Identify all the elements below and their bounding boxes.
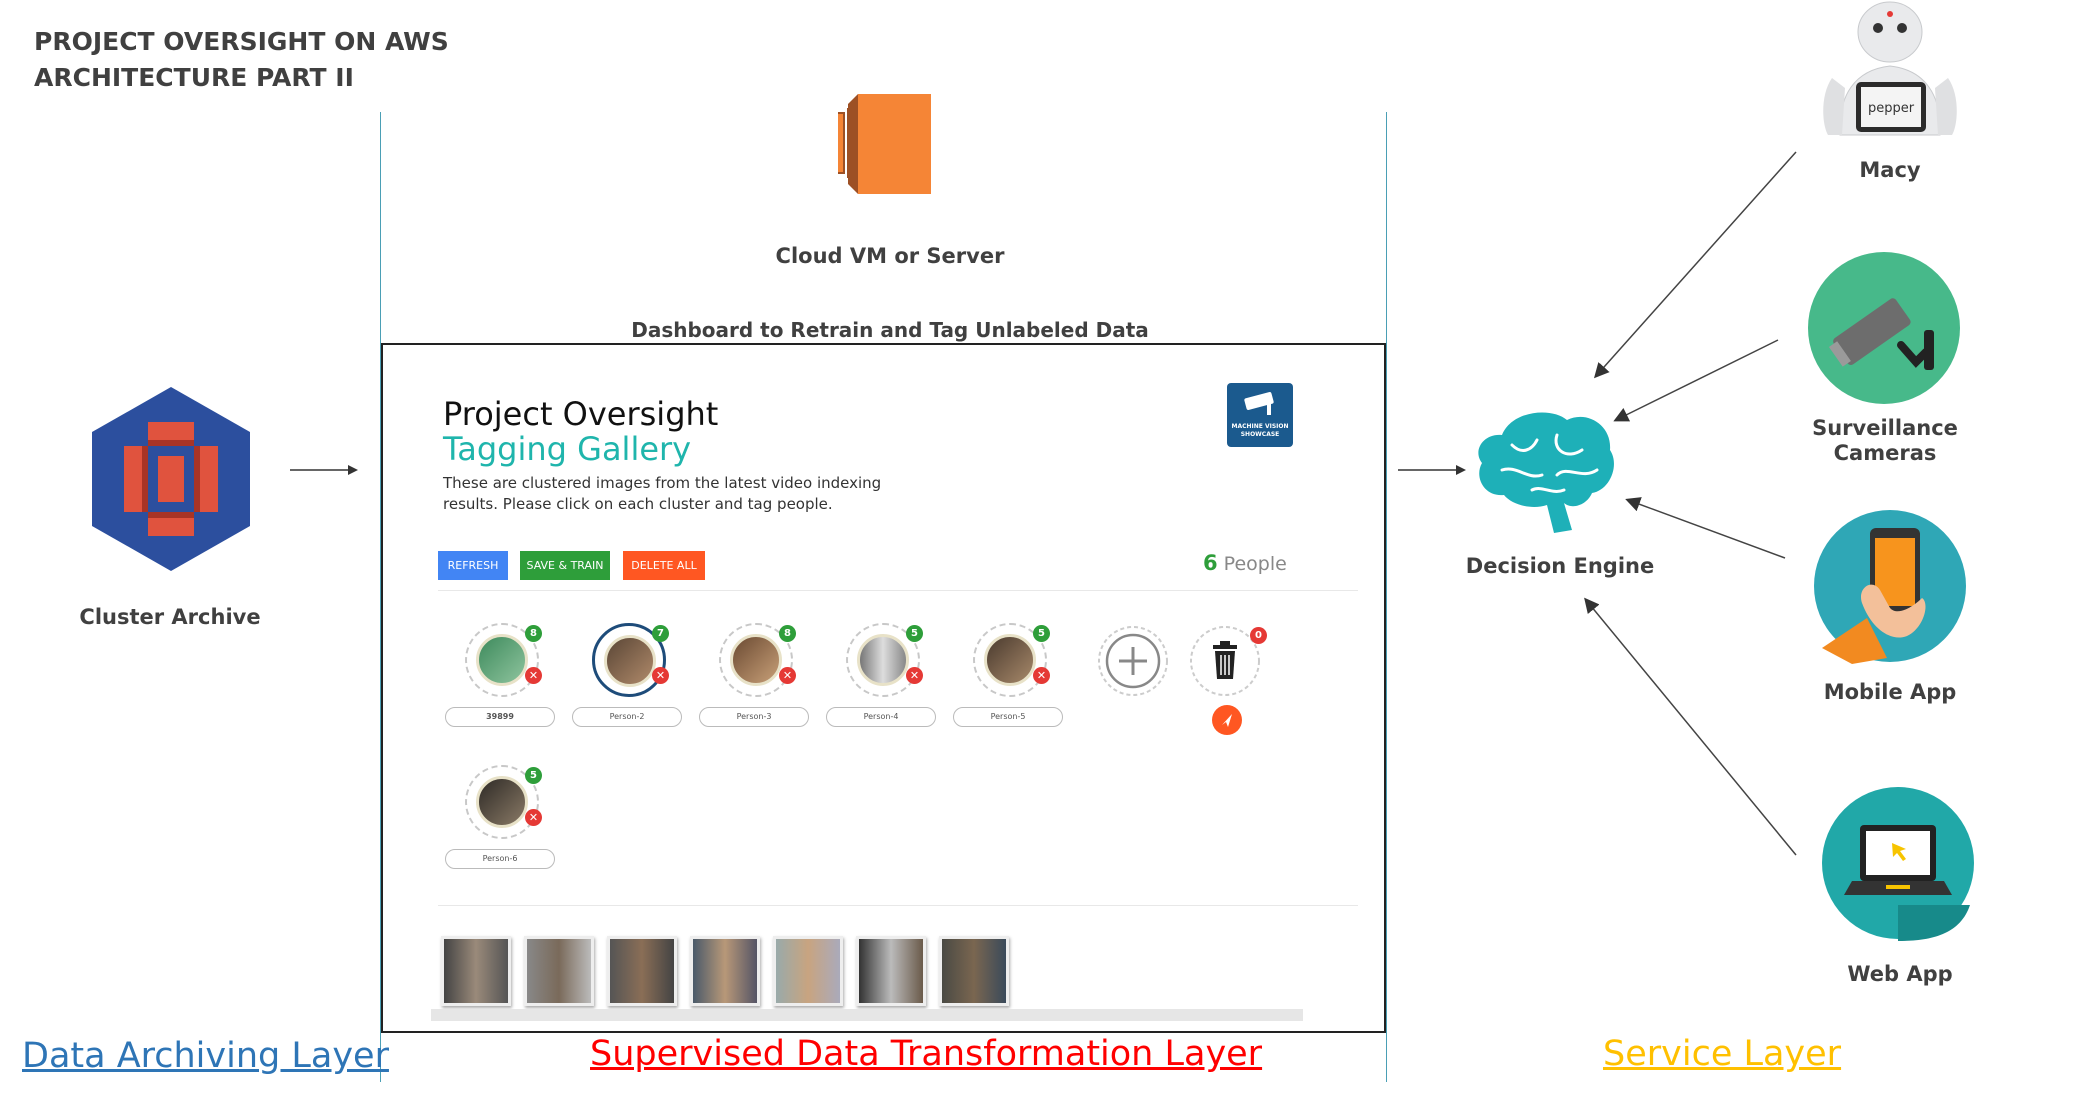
add-cluster-icon[interactable] xyxy=(1095,623,1175,703)
dashboard-description: These are clustered images from the late… xyxy=(443,474,882,513)
title-line-2: ARCHITECTURE PART II xyxy=(34,63,354,92)
face-thumbnail xyxy=(857,634,909,686)
count-badge: 8 xyxy=(779,625,796,642)
remove-icon[interactable]: ✕ xyxy=(779,667,796,684)
person-cluster[interactable]: 5 ✕ Person-6 xyxy=(445,765,565,895)
remove-icon[interactable]: ✕ xyxy=(525,667,542,684)
face-thumbnail xyxy=(730,634,782,686)
dashboard-subtitle: Tagging Gallery xyxy=(443,430,692,468)
divider-bottom xyxy=(438,905,1358,906)
surveillance-label-line2: Cameras xyxy=(1833,441,1937,465)
cloud-vm-label: Cloud VM or Server xyxy=(775,244,1005,268)
machine-vision-logo: MACHINE VISION SHOWCASE xyxy=(1227,383,1293,447)
remove-icon[interactable]: ✕ xyxy=(652,667,669,684)
divider-top xyxy=(438,590,1358,591)
thumbnail-scrollbar[interactable] xyxy=(431,1009,1303,1021)
cluster-archive-icon xyxy=(92,387,250,571)
person-cluster[interactable]: 7 ✕ Person-2 xyxy=(572,623,692,753)
person-name-field[interactable]: Person-2 xyxy=(572,707,682,727)
person-name-field[interactable]: Person-5 xyxy=(953,707,1063,727)
macy-label: Macy xyxy=(1859,158,1921,182)
send-icon[interactable] xyxy=(1210,703,1244,737)
face-thumbnail xyxy=(984,634,1036,686)
person-name-field[interactable]: 39899 xyxy=(445,707,555,727)
face-thumbnail xyxy=(476,634,528,686)
mobile-app-icon xyxy=(1814,510,1966,664)
face-thumbnail[interactable] xyxy=(524,936,594,1006)
face-thumbnail[interactable] xyxy=(773,936,843,1006)
cluster-ring xyxy=(846,623,920,697)
page-title: PROJECT OVERSIGHT ON AWS ARCHITECTURE PA… xyxy=(34,24,449,96)
decision-engine-label: Decision Engine xyxy=(1465,554,1655,578)
face-thumbnail[interactable] xyxy=(856,936,926,1006)
pepper-robot-icon: pepper xyxy=(1823,1,1957,136)
cluster-ring xyxy=(719,623,793,697)
person-cluster[interactable]: 5 ✕ Person-5 xyxy=(953,623,1073,753)
people-label: People xyxy=(1223,553,1287,575)
web-app-label: Web App xyxy=(1847,962,1953,986)
data-archiving-layer-label: Data Archiving Layer xyxy=(22,1036,389,1076)
face-thumbnail[interactable] xyxy=(441,936,511,1006)
person-cluster[interactable]: 8 ✕ Person-3 xyxy=(699,623,819,753)
count-badge: 8 xyxy=(525,625,542,642)
surveillance-camera-icon xyxy=(1808,252,1960,404)
remove-icon[interactable]: ✕ xyxy=(906,667,923,684)
count-badge: 7 xyxy=(652,625,669,642)
camera-logo-icon xyxy=(1244,392,1274,415)
surveillance-label-line1: Surveillance xyxy=(1812,416,1958,440)
person-name-field[interactable]: Person-3 xyxy=(699,707,809,727)
supervised-transformation-layer-label: Supervised Data Transformation Layer xyxy=(590,1034,1263,1074)
face-thumbnail xyxy=(476,776,528,828)
logo-text: MACHINE VISION SHOWCASE xyxy=(1231,423,1289,438)
cloud-vm-icon xyxy=(838,94,931,194)
person-name-field[interactable]: Person-4 xyxy=(826,707,936,727)
web-app-icon xyxy=(1822,787,1974,941)
count-badge: 5 xyxy=(1033,625,1050,642)
face-thumbnail[interactable] xyxy=(607,936,677,1006)
person-cluster[interactable]: 5 ✕ Person-4 xyxy=(826,623,946,753)
title-line-1: PROJECT OVERSIGHT ON AWS xyxy=(34,27,449,56)
face-thumbnail[interactable] xyxy=(939,936,1009,1006)
arrow-archive-to-dashboard xyxy=(290,465,358,475)
pepper-screen-text: pepper xyxy=(1868,101,1915,116)
service-arrows xyxy=(1584,151,1797,856)
cluster-ring xyxy=(973,623,1047,697)
face-thumbnail xyxy=(604,635,656,687)
remove-icon[interactable]: ✕ xyxy=(525,809,542,826)
refresh-button[interactable]: REFRESH xyxy=(438,551,508,580)
mobile-app-label: Mobile App xyxy=(1823,680,1957,704)
surveillance-label: Surveillance Cameras xyxy=(1810,416,1960,466)
dashboard-label: Dashboard to Retrain and Tag Unlabeled D… xyxy=(631,318,1149,342)
trash-cluster-icon[interactable] xyxy=(1187,623,1267,703)
person-cluster[interactable]: 8 ✕ 39899 xyxy=(445,623,565,753)
cluster-ring xyxy=(592,623,666,697)
count-badge: 5 xyxy=(906,625,923,642)
dashboard-title: Project Oversight xyxy=(443,395,719,433)
delete-all-button[interactable]: DELETE ALL xyxy=(623,551,705,580)
face-thumbnail[interactable] xyxy=(690,936,760,1006)
trash-count-badge: 0 xyxy=(1250,627,1267,644)
brain-icon xyxy=(1478,412,1614,533)
save-train-button[interactable]: SAVE & TRAIN xyxy=(520,551,610,580)
cluster-archive-label: Cluster Archive xyxy=(79,605,261,629)
dashboard-panel: Project Oversight Tagging Gallery These … xyxy=(381,343,1386,1033)
layer-divider-left xyxy=(380,112,381,1082)
service-layer-label: Service Layer xyxy=(1603,1034,1842,1074)
arrow-dashboard-to-engine xyxy=(1398,465,1466,475)
person-name-field[interactable]: Person-6 xyxy=(445,849,555,869)
people-counter: 6 People xyxy=(1203,551,1287,575)
cluster-ring xyxy=(465,765,539,839)
count-badge: 5 xyxy=(525,767,542,784)
remove-icon[interactable]: ✕ xyxy=(1033,667,1050,684)
cluster-ring xyxy=(465,623,539,697)
people-count: 6 xyxy=(1203,551,1218,575)
layer-divider-right xyxy=(1386,112,1387,1082)
